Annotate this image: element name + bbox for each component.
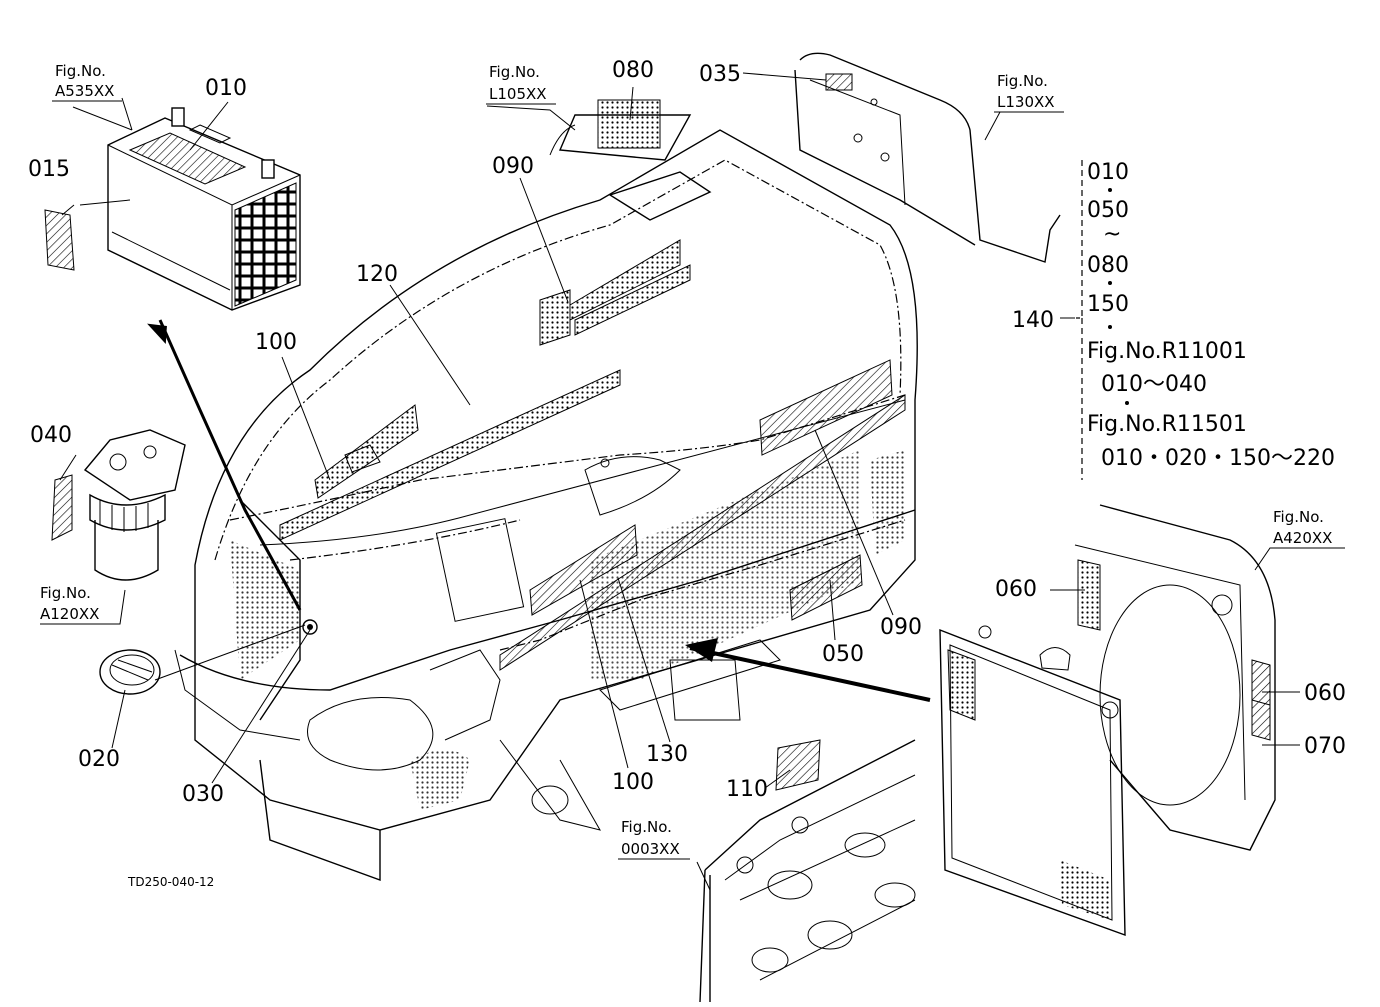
side-list: 010 050 ~ 080 150 Fig.No.R11001 010～040 …	[1087, 160, 1335, 471]
callout-080: 080	[612, 58, 654, 83]
side-list-line-9: 010・020・150～220	[1101, 446, 1335, 471]
fig-ref-0003-line2: 0003XX	[621, 840, 680, 858]
fig-ref-a420-line1: Fig.No.	[1273, 508, 1324, 526]
fig-ref-a120-line1: Fig.No.	[40, 584, 91, 602]
fuel-filter-drawing	[83, 429, 186, 581]
cover-035-drawing	[794, 52, 1061, 263]
fig-ref-l105-line1: Fig.No.	[489, 63, 540, 81]
fig-ref-l105-line2: L105XX	[489, 85, 547, 103]
callout-110: 110	[726, 777, 768, 802]
engine-head-drawing	[699, 739, 916, 1003]
label-015-shape	[44, 209, 75, 271]
callout-130: 130	[646, 742, 688, 767]
callouts: 010 015 040 020 030 100 120 090 080 035 …	[28, 58, 1346, 807]
callout-100-bottom: 100	[612, 770, 654, 795]
pointer-arrows	[147, 319, 931, 702]
fig-ref-a535-line2: A535XX	[55, 82, 114, 100]
callout-050: 050	[822, 642, 864, 667]
callout-140: 140	[1012, 308, 1054, 333]
battery-drawing	[107, 107, 301, 311]
callout-070: 070	[1304, 734, 1346, 759]
callout-030: 030	[182, 782, 224, 807]
fig-ref-a535-line1: Fig.No.	[55, 62, 106, 80]
callout-020: 020	[78, 747, 120, 772]
drawing-code: TD250-040-12	[127, 875, 214, 889]
side-list-line-1: 010	[1087, 160, 1129, 185]
fig-ref-a120-line2: A120XX	[40, 605, 99, 623]
radiator-drawing	[939, 504, 1276, 937]
hood-decals	[230, 239, 906, 810]
fig-ref-l130-line2: L130XX	[997, 93, 1055, 111]
callout-015: 015	[28, 157, 70, 182]
fig-ref-l130-line1: Fig.No.	[997, 72, 1048, 90]
label-040-shape	[51, 474, 73, 541]
side-list-line-7: 010～040	[1101, 372, 1207, 397]
callout-035: 035	[699, 62, 741, 87]
side-list-line-6: Fig.No.R11001	[1087, 339, 1247, 364]
callout-090-bottom: 090	[880, 615, 922, 640]
callout-060-left: 060	[995, 577, 1037, 602]
side-list-line-3: ~	[1103, 222, 1121, 247]
callout-120: 120	[356, 262, 398, 287]
side-list-line-8: Fig.No.R11501	[1087, 412, 1247, 437]
fig-ref-0003-line1: Fig.No.	[621, 818, 672, 836]
fig-references: Fig.No. A535XX Fig.No. L105XX Fig.No. L1…	[40, 62, 1332, 860]
side-list-line-2: 050	[1087, 198, 1129, 223]
side-list-line-4: 080	[1087, 253, 1129, 278]
leader-lines	[40, 72, 1345, 891]
callout-060-right: 060	[1304, 681, 1346, 706]
cap-020-drawing	[99, 649, 161, 695]
panel-080-drawing	[549, 99, 692, 161]
callout-100-top: 100	[255, 330, 297, 355]
fig-ref-a420-line2: A420XX	[1273, 529, 1332, 547]
side-list-line-5: 150	[1087, 292, 1129, 317]
callout-090-top: 090	[492, 154, 534, 179]
callout-010: 010	[205, 76, 247, 101]
callout-040: 040	[30, 423, 72, 448]
